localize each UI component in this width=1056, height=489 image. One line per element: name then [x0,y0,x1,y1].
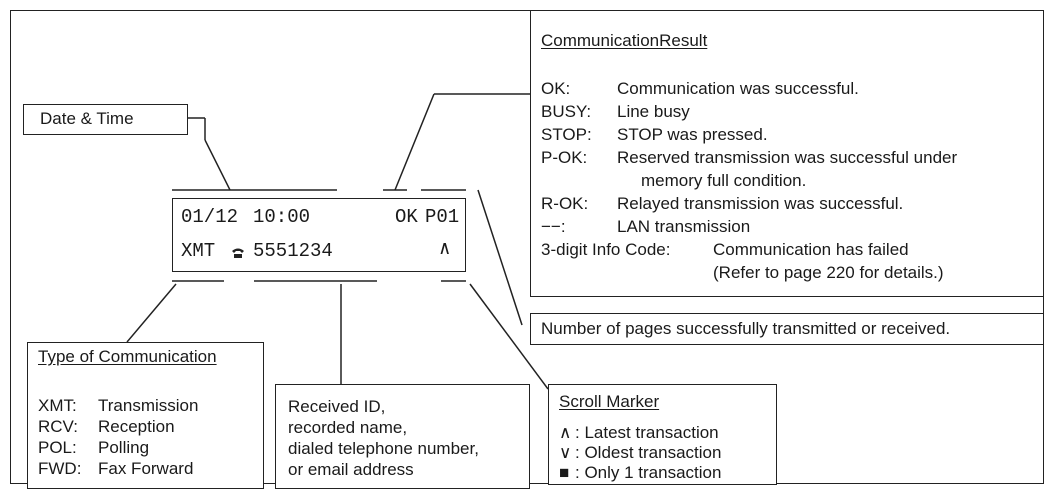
result-code-rok: R-OK: [541,194,589,213]
type-desc-rcv: Reception [98,417,175,436]
result-info-ref: (Refer to page 220 for details.) [713,263,944,282]
result-code-stop: STOP: [541,125,592,144]
display-result: OK [395,206,418,228]
result-code-ok: OK: [541,79,571,98]
scroll-desc-latest: : Latest transaction [575,423,719,442]
scroll-desc-oldest: : Oldest transaction [575,443,722,462]
type-code-fwd: FWD: [38,459,82,478]
received-line-3: dialed telephone number, [288,439,479,458]
received-id-box: Received ID, recorded name, dialed telep… [275,384,530,489]
scroll-symbol-only: ■ [559,463,570,482]
type-code-pol: POL: [38,438,77,457]
type-desc-xmt: Transmission [98,396,199,415]
result-desc-ok: Communication was successful. [617,79,859,98]
result-desc-stop: STOP was pressed. [617,125,768,144]
result-desc-busy: Line busy [617,102,690,121]
result-connector-diag [394,93,435,191]
result-desc-lan: LAN transmission [617,217,751,236]
received-line-1: Received ID, [288,397,386,416]
type-desc-fwd: Fax Forward [98,459,194,478]
type-connector-diag [126,283,177,343]
result-desc-pok-cont: memory full condition. [641,171,807,190]
received-line-2: recorded name, [288,418,408,437]
result-desc-pok: Reserved transmission was successful und… [617,148,958,167]
display-type: XMT [181,240,216,262]
type-code-rcv: RCV: [38,417,78,436]
type-of-communication-box: Type of Communication XMT: Transmission … [27,342,264,489]
scroll-title: Scroll Marker [559,392,660,411]
scroll-symbol-oldest: ∨ [559,443,572,462]
display-scroll-marker: ∧ [439,238,451,260]
received-line-4: or email address [288,460,414,479]
scroll-desc-only: : Only 1 transaction [575,463,722,482]
telephone-icon [232,248,244,258]
scroll-connector-diag [469,283,549,390]
result-title: CommunicationResult [541,31,708,50]
type-desc-pol: Polling [98,438,150,457]
result-desc-rok: Relayed transmission was successful. [617,194,904,213]
pages-connector-diag [477,189,523,326]
type-title: Type of Communication [38,347,217,366]
display-date: 01/12 [181,206,239,228]
date-time-label: Date & Time [40,109,134,128]
result-code-busy: BUSY: [541,102,592,121]
display-time: 10:00 [253,206,311,228]
display-page: P01 [425,206,460,228]
result-code-lan: −−: [541,217,566,236]
date-time-box: Date & Time [23,104,188,135]
pages-box: Number of pages successfully transmitted… [530,313,1044,345]
pages-label: Number of pages successfully transmitted… [541,319,951,338]
communication-result-box: CommunicationResult OK: Communication wa… [530,10,1044,297]
type-code-xmt: XMT: [38,396,77,415]
lcd-display: 01/12 10:00 OK P01 XMT 5551234 ∧ [172,198,466,272]
result-code-pok: P-OK: [541,148,588,167]
result-info-desc: Communication has failed [713,240,909,259]
datetime-connector-diag [204,139,231,191]
display-number: 5551234 [253,240,333,262]
scroll-symbol-latest: ∧ [559,423,572,442]
result-info-code: 3-digit Info Code: [541,240,671,259]
scroll-marker-box: Scroll Marker ∧ : Latest transaction ∨ :… [548,384,777,485]
